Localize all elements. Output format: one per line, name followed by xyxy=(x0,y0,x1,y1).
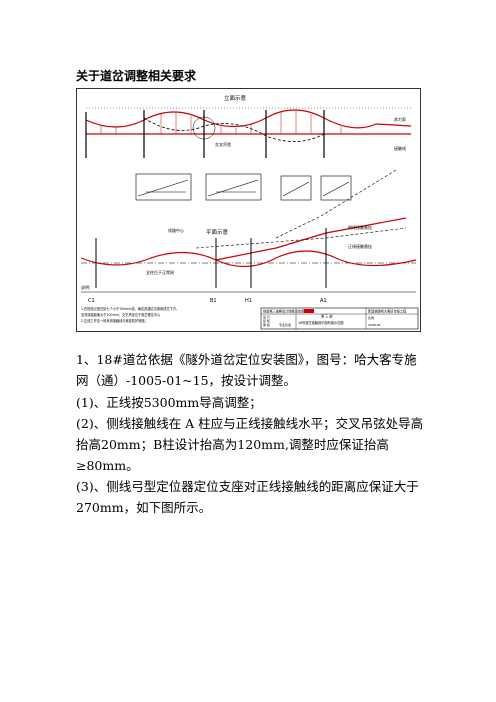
cantilever-detail-sketches xyxy=(135,169,397,239)
tb-drawing-title: 18号道岔接触网平面布置示意图 xyxy=(298,320,344,325)
paragraph-4: (3)、侧线弓型定位器定位支座对正线接触线的距离应保证大于270mm，如下图所示… xyxy=(76,479,419,515)
line-center-label: 线路中心 xyxy=(168,227,184,233)
plan-view-label: 平面示意 xyxy=(206,228,229,236)
plan-view: 支柱位于正常网 侧线接触悬挂 正线接触悬挂 线路中心 C1 B1 H1 A1 xyxy=(80,217,417,304)
document-title: 关于道岔调整相关要求 xyxy=(76,69,197,83)
mast-label-h1: H1 xyxy=(245,298,252,304)
tb-row-review: 审 核 xyxy=(263,322,270,327)
contact-wire-label: 接触线 xyxy=(394,145,406,151)
cross-dropper-label: 交叉吊弦 xyxy=(215,141,231,147)
notes-title: 说明: xyxy=(81,284,90,290)
title-block: 铁道第三勘察设计院集团有限公司 新建铁路哈大客运专线工程 设 计 复 核 审 核… xyxy=(260,307,419,330)
paragraph-2: (1)、正线按5300mm导高调整； xyxy=(76,395,262,410)
drawing-frame xyxy=(76,88,421,332)
mast-label-a1: A1 xyxy=(320,298,327,304)
main-track-label: 正线接触悬挂 xyxy=(348,243,372,249)
mast-note-label: 支柱位于正常网 xyxy=(146,269,174,275)
tb-row-lead: 专业负责 xyxy=(279,322,291,327)
messenger-label: 承力索 xyxy=(394,116,406,122)
tb-project: 新建铁路哈大客运专线工程 xyxy=(368,309,407,314)
main-track-zigzag xyxy=(80,250,417,268)
paragraph-3: (2)、侧线接触线在 A 柱应与正线接触线水平；交叉吊弦处导高抬高20mm；B柱… xyxy=(76,416,424,473)
tb-row-design: 设 计 xyxy=(263,314,270,319)
tb-sheet: 第 三 部 xyxy=(321,314,333,319)
tb-date: 2008.06 xyxy=(368,323,380,327)
tb-scale: 比例 xyxy=(368,315,374,320)
elevation-view-label: 立面示意 xyxy=(224,94,247,102)
tb-company: 铁道第三勘察设计院集团有限公司 xyxy=(263,309,311,314)
mast-label-b1: B1 xyxy=(210,298,217,304)
note-3: 2.正线工作支一段采用接触线与悬挂防护措施。 xyxy=(81,318,148,323)
side-track-catenary xyxy=(143,117,325,142)
drawing-notes: 说明: 1.在检验过道岔处七个小于150mm线，确定其通过位置和线岔下方， 至导… xyxy=(81,284,179,323)
mast-label-c1: C1 xyxy=(88,298,95,304)
side-track-wire xyxy=(215,217,407,261)
side-track-label: 侧线接触悬挂 xyxy=(348,224,372,230)
turnout-installation-drawing: 立面示意 交叉吊弦 承力索 接触线 xyxy=(76,88,421,332)
tb-row-check: 复 核 xyxy=(263,318,270,323)
note-2: 至导线端距离大于100mm，交叉吊弦位于道岔理论中心 xyxy=(81,312,161,317)
approval-stamp xyxy=(304,309,314,313)
paragraph-1: 1、18#道岔依据《隧外道岔定位安装图》，图号：哈大客专施网（通）-1005-0… xyxy=(76,352,417,388)
messenger-wire-main xyxy=(85,109,412,129)
note-1: 1.在检验过道岔处七个小于150mm线，确定其通过位置和线岔下方， xyxy=(81,306,179,311)
elevation-view: 交叉吊弦 承力索 接触线 xyxy=(85,107,412,158)
